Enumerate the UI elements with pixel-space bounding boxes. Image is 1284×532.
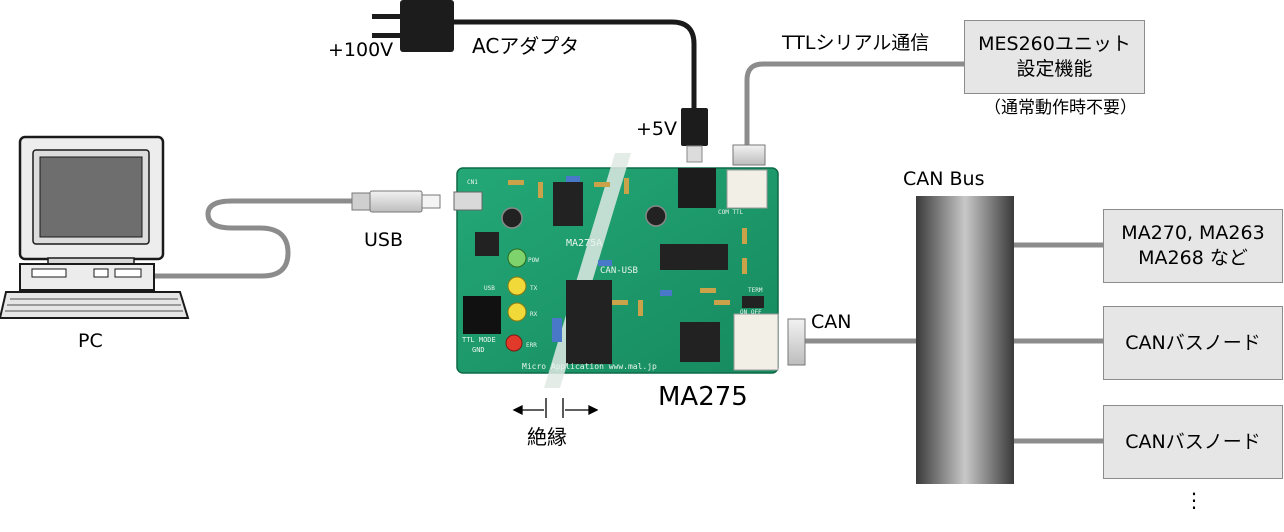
silk-onoff: ON OFF xyxy=(740,309,762,316)
silk-usb: USB xyxy=(484,285,495,292)
ttl-serial-link xyxy=(732,61,964,166)
node-2-label: CANバスノード xyxy=(1125,331,1261,354)
silk-footer: Micro Application www.mal.jp xyxy=(522,362,657,371)
usb-plug-strain xyxy=(351,192,371,211)
board-capacitor-1 xyxy=(501,207,523,229)
bus-stubs xyxy=(1014,242,1103,444)
silk-com-ttl: COM TTL xyxy=(718,209,744,216)
board-resistors xyxy=(508,178,747,316)
board-term-switch xyxy=(742,296,764,308)
board-ic-5 xyxy=(475,232,499,256)
node-box-2: CANバスノード xyxy=(1103,306,1283,380)
led-err xyxy=(505,334,523,352)
board-ttl-connector xyxy=(726,169,768,209)
mes260-box: MES260ユニット 設定機能 xyxy=(964,20,1145,94)
mes260-box-line2: 設定機能 xyxy=(1016,58,1093,80)
node-1-line1: MA270, MA263 xyxy=(1121,222,1265,245)
usb-cable xyxy=(155,198,352,279)
board-silkscreen: MA275A CAN-USB Micro Application www.mal… xyxy=(462,179,763,371)
board-capacitor-2 xyxy=(645,205,667,227)
label-ttl-serial: TTLシリアル通信 xyxy=(782,32,930,54)
silk-tx: TX xyxy=(530,285,538,292)
ac-adapter xyxy=(372,0,708,163)
ac-plug-pin-top xyxy=(372,14,402,19)
label-pc: PC xyxy=(78,330,103,352)
board-pin-header xyxy=(463,296,501,334)
node-3-label: CANバスノード xyxy=(1125,430,1261,453)
isolation-marker xyxy=(512,398,599,418)
usb-link xyxy=(155,190,441,279)
mes260-box-line1: MES260ユニット xyxy=(978,33,1131,56)
label-ac-adapter: ACアダプタ xyxy=(472,34,580,58)
silk-gnd: GND xyxy=(472,346,485,354)
pc-monitor-screen xyxy=(39,156,143,238)
silk-ttl: TTL MODE xyxy=(462,336,496,344)
ttl-cable xyxy=(744,61,964,145)
silk-cn1: CN1 xyxy=(467,179,478,186)
node-box-1: MA270, MA263 MA268 など xyxy=(1103,209,1283,283)
node-1-line2: MA268 など xyxy=(1138,247,1248,269)
board-can-connector xyxy=(733,313,779,371)
led-tx xyxy=(507,276,527,296)
silk-term: TERM xyxy=(748,287,763,294)
node-box-3: CANバスノード xyxy=(1103,405,1283,479)
label-plus5v: +5V xyxy=(636,118,678,140)
dc-plug-tip xyxy=(686,145,703,163)
usb-plug-tip xyxy=(421,194,441,209)
label-isolation: 絶縁 xyxy=(527,425,567,449)
board-ic-2 xyxy=(660,244,728,270)
ma275-board xyxy=(453,153,779,388)
label-can: CAN xyxy=(811,311,852,333)
label-usb: USB xyxy=(364,229,404,251)
board-ic-3 xyxy=(566,280,612,364)
silk-sub: CAN-USB xyxy=(600,266,638,276)
can-bus-bar xyxy=(916,196,1014,484)
silk-err: ERR xyxy=(526,342,537,349)
more-nodes-ellipsis: ⋮ xyxy=(1184,488,1204,512)
label-board-name: MA275 xyxy=(658,382,748,412)
dc-plug xyxy=(681,108,708,146)
board-usb-connector xyxy=(453,191,483,211)
label-can-bus: CAN Bus xyxy=(903,168,985,190)
label-plus100v: +100V xyxy=(328,39,394,61)
board-ic-4 xyxy=(680,322,720,362)
led-rx xyxy=(507,302,527,322)
silk-title: MA275A xyxy=(566,238,602,249)
pc-drive-3 xyxy=(114,268,142,278)
ac-adapter-body xyxy=(400,0,454,52)
board-ic-1 xyxy=(553,182,583,226)
pc-keyboard-keys xyxy=(5,298,183,312)
ac-adapter-cable xyxy=(452,19,697,108)
label-mes-note: （通常動作時不要） xyxy=(984,98,1137,118)
board-chip-caps xyxy=(552,176,672,342)
led-pow xyxy=(507,248,527,268)
isolation-slot xyxy=(544,153,631,388)
board-dc-jack xyxy=(678,168,716,208)
can-plug xyxy=(787,318,806,366)
pc-computer xyxy=(0,135,190,319)
ac-plug-pin-bottom xyxy=(372,33,402,38)
pc-drive-2 xyxy=(93,268,109,278)
can-link xyxy=(787,318,916,366)
pc-drive xyxy=(31,268,67,278)
silk-rx: RX xyxy=(530,311,538,318)
ttl-plug xyxy=(732,144,766,166)
usb-plug-body xyxy=(369,190,423,213)
silk-pow: POW xyxy=(528,257,539,264)
